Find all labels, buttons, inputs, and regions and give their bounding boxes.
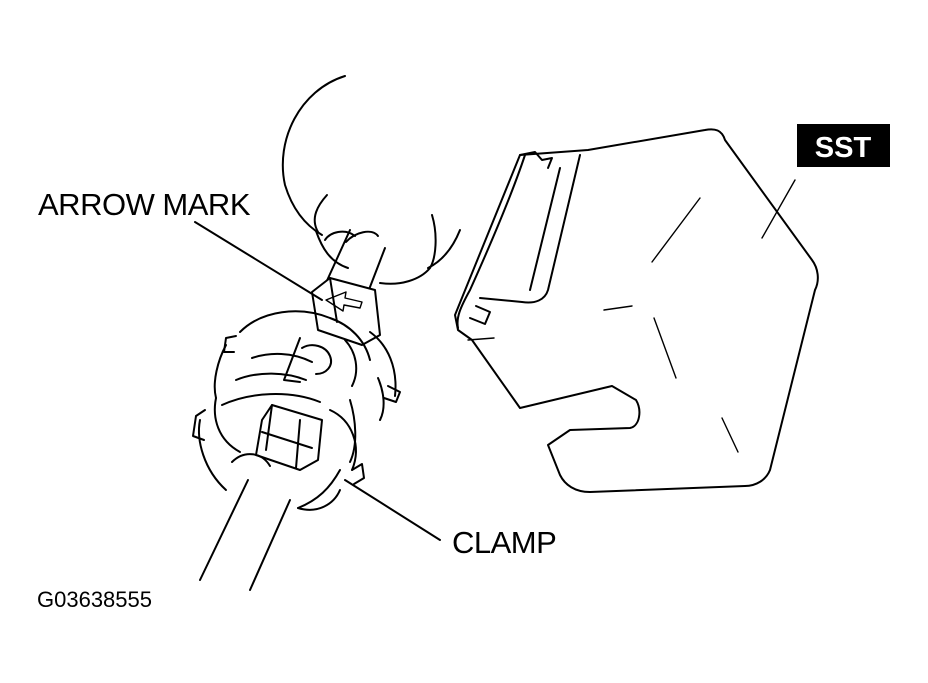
sst-badge: SST bbox=[797, 124, 890, 167]
arrow-mark-label: ARROW MARK bbox=[38, 187, 251, 222]
leader-lines bbox=[194, 221, 441, 541]
boot-assembly bbox=[192, 310, 401, 511]
hand-drawing bbox=[281, 75, 461, 285]
sst-badge-background bbox=[797, 124, 890, 167]
arrow-mark-collar bbox=[311, 277, 381, 346]
figure-code: G03638555 bbox=[37, 587, 152, 612]
clamp-leader bbox=[344, 479, 441, 541]
clamp-label: CLAMP bbox=[452, 525, 556, 560]
arrow-mark-leader bbox=[194, 221, 323, 301]
sst-label: SST bbox=[815, 132, 872, 164]
sst-tool-drawing bbox=[454, 128, 819, 493]
lower-shaft bbox=[199, 453, 291, 591]
